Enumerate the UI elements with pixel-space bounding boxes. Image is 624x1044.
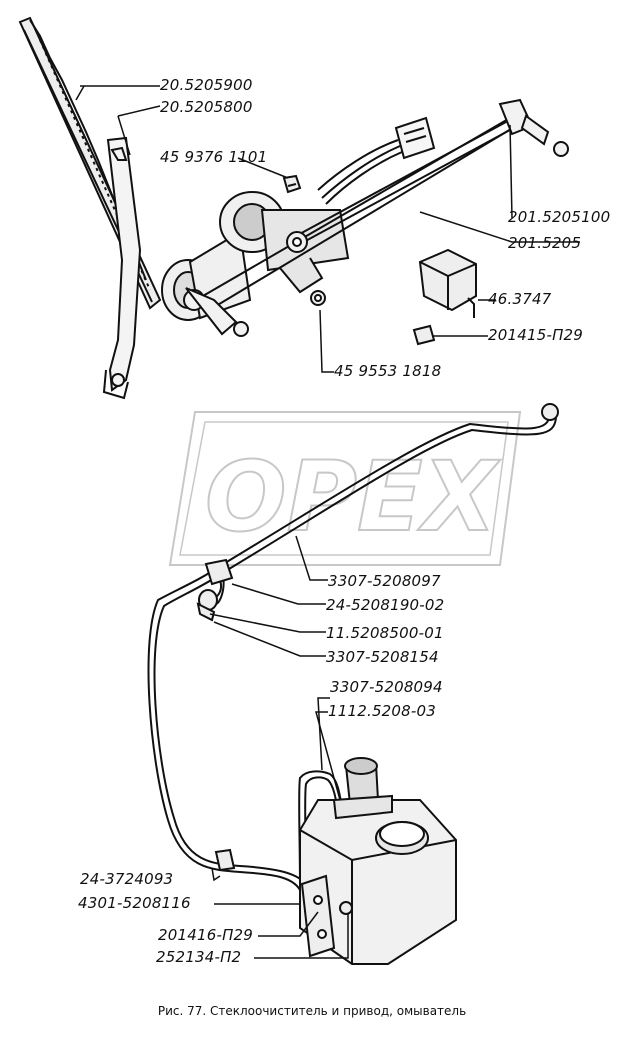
label-relay-screw: 201415-П29 <box>488 326 584 344</box>
label-hose-short: 3307-5208154 <box>326 648 439 666</box>
lever-joint <box>183 98 569 337</box>
label-nut-upper: 45 9376 1101 <box>160 148 268 166</box>
washer-reservoir <box>299 757 457 965</box>
label-wiper-arm: 20.5205800 <box>160 98 253 116</box>
label-jet: 11.5208500-01 <box>326 624 444 642</box>
label-wiper-blade: 20.5205900 <box>160 76 253 94</box>
leader-lines <box>75 85 580 959</box>
label-nut-lower: 45 9553 1818 <box>334 362 442 380</box>
label-relay: 46.3747 <box>488 290 552 308</box>
label-clip: 24-3724093 <box>80 870 174 888</box>
figure-caption: Рис. 77. Стеклоочиститель и привод, омыв… <box>157 1004 467 1018</box>
label-lever: 201.5205100 <box>508 208 611 226</box>
label-tee: 24-5208190-02 <box>326 596 445 614</box>
watermark-text: OPEX <box>205 441 501 553</box>
label-hose-pump: 3307-5208094 <box>330 678 443 696</box>
label-hose-main: 3307-5208097 <box>328 572 441 590</box>
nut-upper <box>282 174 302 194</box>
label-washer: 252134-П2 <box>156 948 242 966</box>
wiper-arm <box>102 136 142 400</box>
hose-clip <box>214 848 236 872</box>
watermark: OPEX <box>168 411 522 566</box>
mounting-bracket <box>300 874 353 958</box>
connector <box>317 116 436 205</box>
relay-screw <box>412 324 436 346</box>
linkage-rod <box>195 117 517 313</box>
label-pump: 1112.5208-03 <box>328 702 437 720</box>
nut-lower <box>310 290 326 306</box>
label-bracket: 4301-5208116 <box>78 894 191 912</box>
label-drive: 201.5205 <box>508 234 582 252</box>
jet <box>196 403 559 622</box>
relay <box>418 248 477 318</box>
label-screw: 201416-П29 <box>158 926 254 944</box>
tee-fitting <box>204 558 234 586</box>
